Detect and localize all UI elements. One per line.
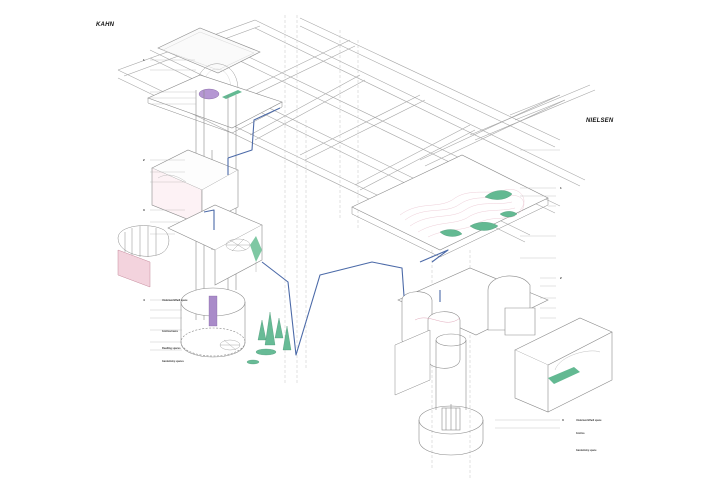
- legend-heading: Dwelling spaces: [162, 346, 181, 350]
- kahn-capsule: [117, 225, 170, 257]
- kahn-plants: [246, 311, 292, 365]
- kahn-roof-slab: [157, 27, 261, 74]
- svg-text:2: 2: [143, 158, 145, 162]
- kahn-purple-column: [208, 295, 218, 327]
- legend-heading: Grottos/caves: [162, 330, 178, 334]
- nielsen-leader-lines: [495, 149, 560, 429]
- svg-text:2: 2: [560, 276, 562, 280]
- legend-heading: Garden/sky space: [576, 448, 597, 452]
- legend-heading: Underworld/hell space: [576, 419, 602, 422]
- svg-text:4: 4: [143, 298, 145, 302]
- svg-text:1: 1: [560, 186, 562, 190]
- svg-text:3: 3: [562, 418, 564, 422]
- legend-heading: Garden/sky spaces: [162, 359, 184, 363]
- legend-heading: Underworld/hell space: [162, 299, 188, 302]
- nielsen-complex: [351, 154, 613, 456]
- circulation-path: [203, 107, 449, 356]
- kahn-green-bed: [222, 90, 242, 99]
- kahn-garden-slab: [147, 74, 283, 129]
- overhead-walkway-grid: [117, 15, 596, 480]
- kahn-tower: [117, 27, 292, 365]
- project-title-kahn: KAHN: [96, 22, 115, 28]
- kahn-purple-pool: [198, 88, 220, 100]
- legend-nielsen: Underworld/hell space Grottos Garden/sky…: [576, 418, 602, 452]
- svg-text:3: 3: [143, 208, 145, 212]
- legend-heading: Grottos: [576, 432, 585, 436]
- project-title-nielsen: NIELSEN: [586, 118, 614, 124]
- index-markers: 1 2 3 4 1 2 3: [143, 58, 564, 422]
- kahn-pink-panel: [117, 249, 151, 288]
- svg-text:1: 1: [143, 58, 145, 62]
- kahn-lower-spiral-stair: [219, 339, 241, 351]
- legend-kahn: Underworld/hell space Grottos/caves Dwel…: [162, 298, 188, 363]
- nielsen-green-forms: [439, 190, 518, 237]
- kahn-leader-lines: [150, 59, 196, 351]
- nielsen-green-bed: [548, 367, 580, 384]
- nielsen-low-block: [394, 329, 431, 396]
